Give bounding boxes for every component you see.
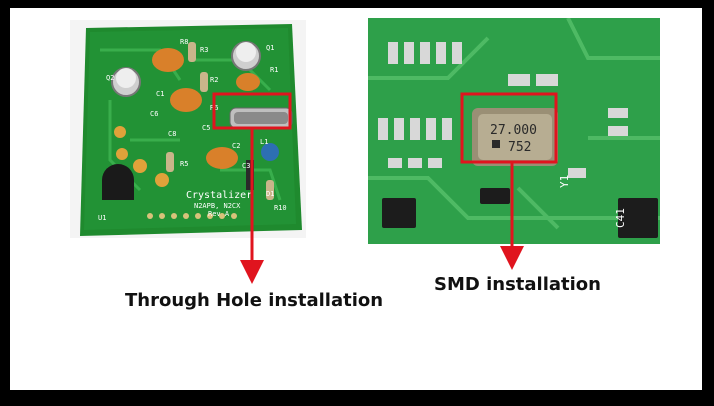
silkscreen-refdes: R8 — [180, 38, 188, 46]
through-hole-pcb-image: Crystalizer N2APB, N2CX Rev A C1 C2 C3 C… — [70, 20, 306, 238]
smd-pcb-photo: 27.000 752 Y1 C41 — [368, 18, 660, 244]
smd-caption: SMD installation — [434, 274, 601, 295]
silkscreen-refdes: C41 — [614, 208, 627, 228]
annotation-overlay — [212, 92, 558, 284]
silkscreen-refdes: Q2 — [106, 74, 114, 82]
board-name-label: Crystalizer — [186, 190, 252, 201]
silkscreen-refdes: C2 — [232, 142, 240, 150]
silkscreen-refdes: Y1 — [558, 175, 571, 188]
silkscreen-refdes: U1 — [98, 214, 106, 222]
board-credits-label: N2APB, N2CX — [194, 202, 241, 210]
through-hole-caption: Through Hole installation — [125, 290, 384, 311]
smd-pcb-image: 27.000 752 Y1 C41 — [368, 18, 660, 244]
silkscreen-refdes: C8 — [168, 130, 176, 138]
silkscreen-refdes: L1 — [260, 138, 268, 146]
silkscreen-refdes: D1 — [266, 190, 274, 198]
silkscreen-refdes: C1 — [156, 90, 164, 98]
silkscreen-refdes: R1 — [270, 66, 278, 74]
slide-frame: Crystalizer N2APB, N2CX Rev A C1 C2 C3 C… — [10, 8, 702, 390]
silkscreen-refdes: R2 — [210, 76, 218, 84]
silkscreen-refdes: C5 — [202, 124, 210, 132]
crystal-code-label: 752 — [508, 140, 531, 155]
crystal-frequency-label: 27.000 — [490, 123, 537, 138]
silkscreen-refdes: R3 — [200, 46, 208, 54]
silkscreen-refdes: R5 — [180, 160, 188, 168]
tht-highlight-box — [212, 92, 292, 130]
silkscreen-refdes: C6 — [150, 110, 158, 118]
board-rev-label: Rev A — [208, 210, 230, 218]
silkscreen-refdes: Q1 — [266, 44, 274, 52]
smd-highlight-box — [460, 92, 558, 164]
silkscreen-refdes: R10 — [274, 204, 287, 212]
silkscreen-refdes: C3 — [242, 162, 250, 170]
through-hole-pcb-photo: Crystalizer N2APB, N2CX Rev A C1 C2 C3 C… — [70, 20, 306, 238]
